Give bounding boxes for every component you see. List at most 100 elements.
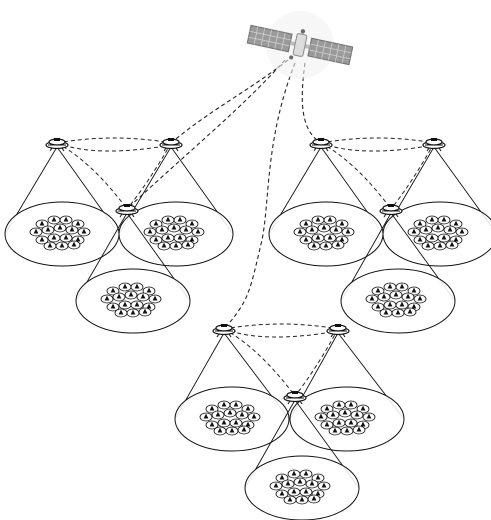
ground-user-icon [217, 418, 231, 428]
ground-user-icon [211, 410, 225, 420]
ground-user-icon [328, 426, 342, 436]
ground-user-icon [225, 426, 239, 436]
ground-user-icon [332, 418, 346, 428]
ground-user-icon [106, 302, 120, 312]
ground-user-icon [419, 225, 433, 235]
ground-user-icon [136, 292, 150, 302]
beam-layer [4, 146, 491, 520]
ground-user-icon [269, 481, 283, 491]
ground-user-icon [307, 241, 321, 251]
ground-user-icon [314, 412, 328, 422]
uav-platform-icon [309, 138, 333, 152]
ground-user-icon [112, 292, 126, 302]
uav-platform-icon [379, 204, 403, 218]
solar-panel-left [246, 24, 293, 53]
right-cluster [268, 146, 491, 334]
ground-user-icon [295, 495, 309, 505]
ground-user-icon [53, 223, 67, 233]
ground-user-icon [331, 240, 345, 250]
ground-user-icon [47, 233, 61, 243]
ground-user-icon [65, 225, 79, 235]
ground-user-icon [413, 294, 427, 304]
ground-user-icon [47, 215, 61, 225]
bottom-cluster [174, 332, 405, 520]
ground-user-icon [100, 294, 114, 304]
ground-user-icon [143, 227, 157, 237]
bottom-cluster-link-bc [294, 328, 339, 397]
ground-user-icon [383, 282, 397, 292]
ground-user-icon [413, 235, 427, 245]
ground-user-icon [320, 420, 334, 430]
ground-user-icon [229, 418, 243, 428]
ground-user-icon [205, 420, 219, 430]
uav-platform-icon [326, 324, 350, 338]
ground-user-icon [59, 215, 73, 225]
ground-user-icon [181, 240, 195, 250]
ground-user-icon [362, 412, 376, 422]
ground-user-icon [217, 400, 231, 410]
ground-user-icon [71, 219, 85, 229]
bottom-cluster-link-ac [223, 328, 296, 397]
ground-user-icon [326, 410, 340, 420]
ground-user-icon [155, 225, 169, 235]
ground-user-icon [379, 308, 393, 318]
left-cluster-link-ac [56, 142, 128, 210]
ground-user-icon [35, 219, 49, 229]
ground-user-icon [395, 282, 409, 292]
satellite-link-1 [170, 59, 289, 144]
coverage-ellipse [174, 386, 290, 452]
ground-user-icon [445, 240, 459, 250]
ground-user-icon [142, 286, 156, 296]
ground-user-icon [118, 300, 132, 310]
right-cluster-link-bc [390, 142, 435, 210]
ground-user-icon [413, 219, 427, 229]
ground-user-icon [126, 308, 140, 318]
ground-user-icon [344, 418, 358, 428]
ground-user-icon [311, 233, 325, 243]
ground-user-icon [323, 233, 337, 243]
ground-user-icon [205, 404, 219, 414]
ground-user-icon [41, 225, 55, 235]
ground-user-icon [401, 292, 415, 302]
ground-user-icon [237, 425, 251, 435]
ground-user-icon [307, 494, 321, 504]
left-cluster-link-ab2 [56, 142, 172, 152]
ground-user-icon [332, 400, 346, 410]
ground-user-icon [287, 487, 301, 497]
ground-user-icon [29, 227, 43, 237]
ground-user-icon [179, 225, 193, 235]
ground-user-icon [299, 469, 313, 479]
ground-user-icon [340, 426, 354, 436]
satellite-link-4 [223, 62, 296, 330]
ground-user-icon [377, 292, 391, 302]
right-cluster-link-ab2 [320, 142, 435, 152]
ground-user-icon [169, 241, 183, 251]
ground-user-icon [130, 300, 144, 310]
ground-user-icon [185, 219, 199, 229]
ground-user-icon [383, 300, 397, 310]
ground-user-icon [407, 227, 421, 237]
ground-user-icon [157, 241, 171, 251]
ground-user-icon [124, 290, 138, 300]
uav-platform-icon [159, 138, 183, 152]
ground-user-icon [350, 410, 364, 420]
ground-user-icon [391, 308, 405, 318]
coverage-ellipse [289, 386, 405, 452]
ground-user-icon [311, 215, 325, 225]
ground-user-icon [356, 404, 370, 414]
uav-platform-icon [422, 138, 446, 152]
ground-user-icon [395, 300, 409, 310]
ground-user-icon [389, 290, 403, 300]
ground-user-icon [371, 302, 385, 312]
satellite-antenna [300, 29, 306, 34]
ground-user-icon [149, 219, 163, 229]
ground-user-icon [305, 479, 319, 489]
ground-user-icon [167, 223, 181, 233]
ground-user-icon [437, 233, 451, 243]
ground-user-icon [455, 227, 469, 237]
ground-user-icon [335, 219, 349, 229]
link-layer [56, 59, 435, 397]
uav-platform-icon [115, 204, 139, 218]
